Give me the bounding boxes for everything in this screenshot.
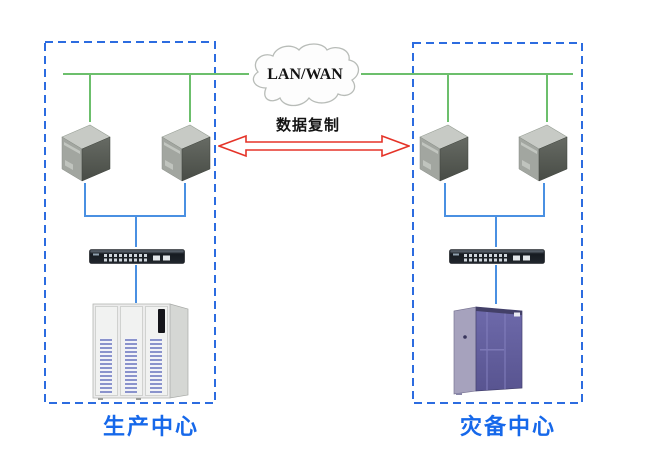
switch-uplink-line [135,216,137,247]
cloud-shape [252,43,360,107]
dr-site-label: 灾备中心 [459,414,556,439]
lan-bus-line-right [361,73,573,75]
server-link-line [444,183,446,217]
server-tower-icon [161,124,211,182]
lan-wan-cloud-icon: LAN/WAN [246,42,364,110]
lan-drop-line [447,74,449,122]
server-tower-icon [419,124,469,182]
storage-cabinet-icon [453,306,523,395]
lan-bus-line-left [63,73,249,75]
replication-double-arrow-icon [218,134,410,158]
link-join-line [444,215,545,217]
replication-label: 数据复制 [275,117,340,134]
lan-drop-line [546,74,548,122]
server-link-line [184,183,186,217]
server-link-line [84,183,86,217]
switch-uplink-line [495,216,497,247]
storage-link-line [135,265,137,303]
server-tower-icon [518,124,568,182]
server-tower-icon [61,124,111,182]
network-switch-icon [449,249,545,264]
lan-drop-line [89,74,91,122]
storage-array-icon [92,303,189,401]
cloud-label: LAN/WAN [267,66,343,83]
server-link-line [543,183,545,217]
network-switch-icon [89,249,185,264]
production-site-label: 生产中心 [102,414,199,439]
storage-link-line [495,265,497,304]
production-site-box [44,41,216,404]
dr-site-box [412,42,583,404]
lan-drop-line [189,74,191,122]
